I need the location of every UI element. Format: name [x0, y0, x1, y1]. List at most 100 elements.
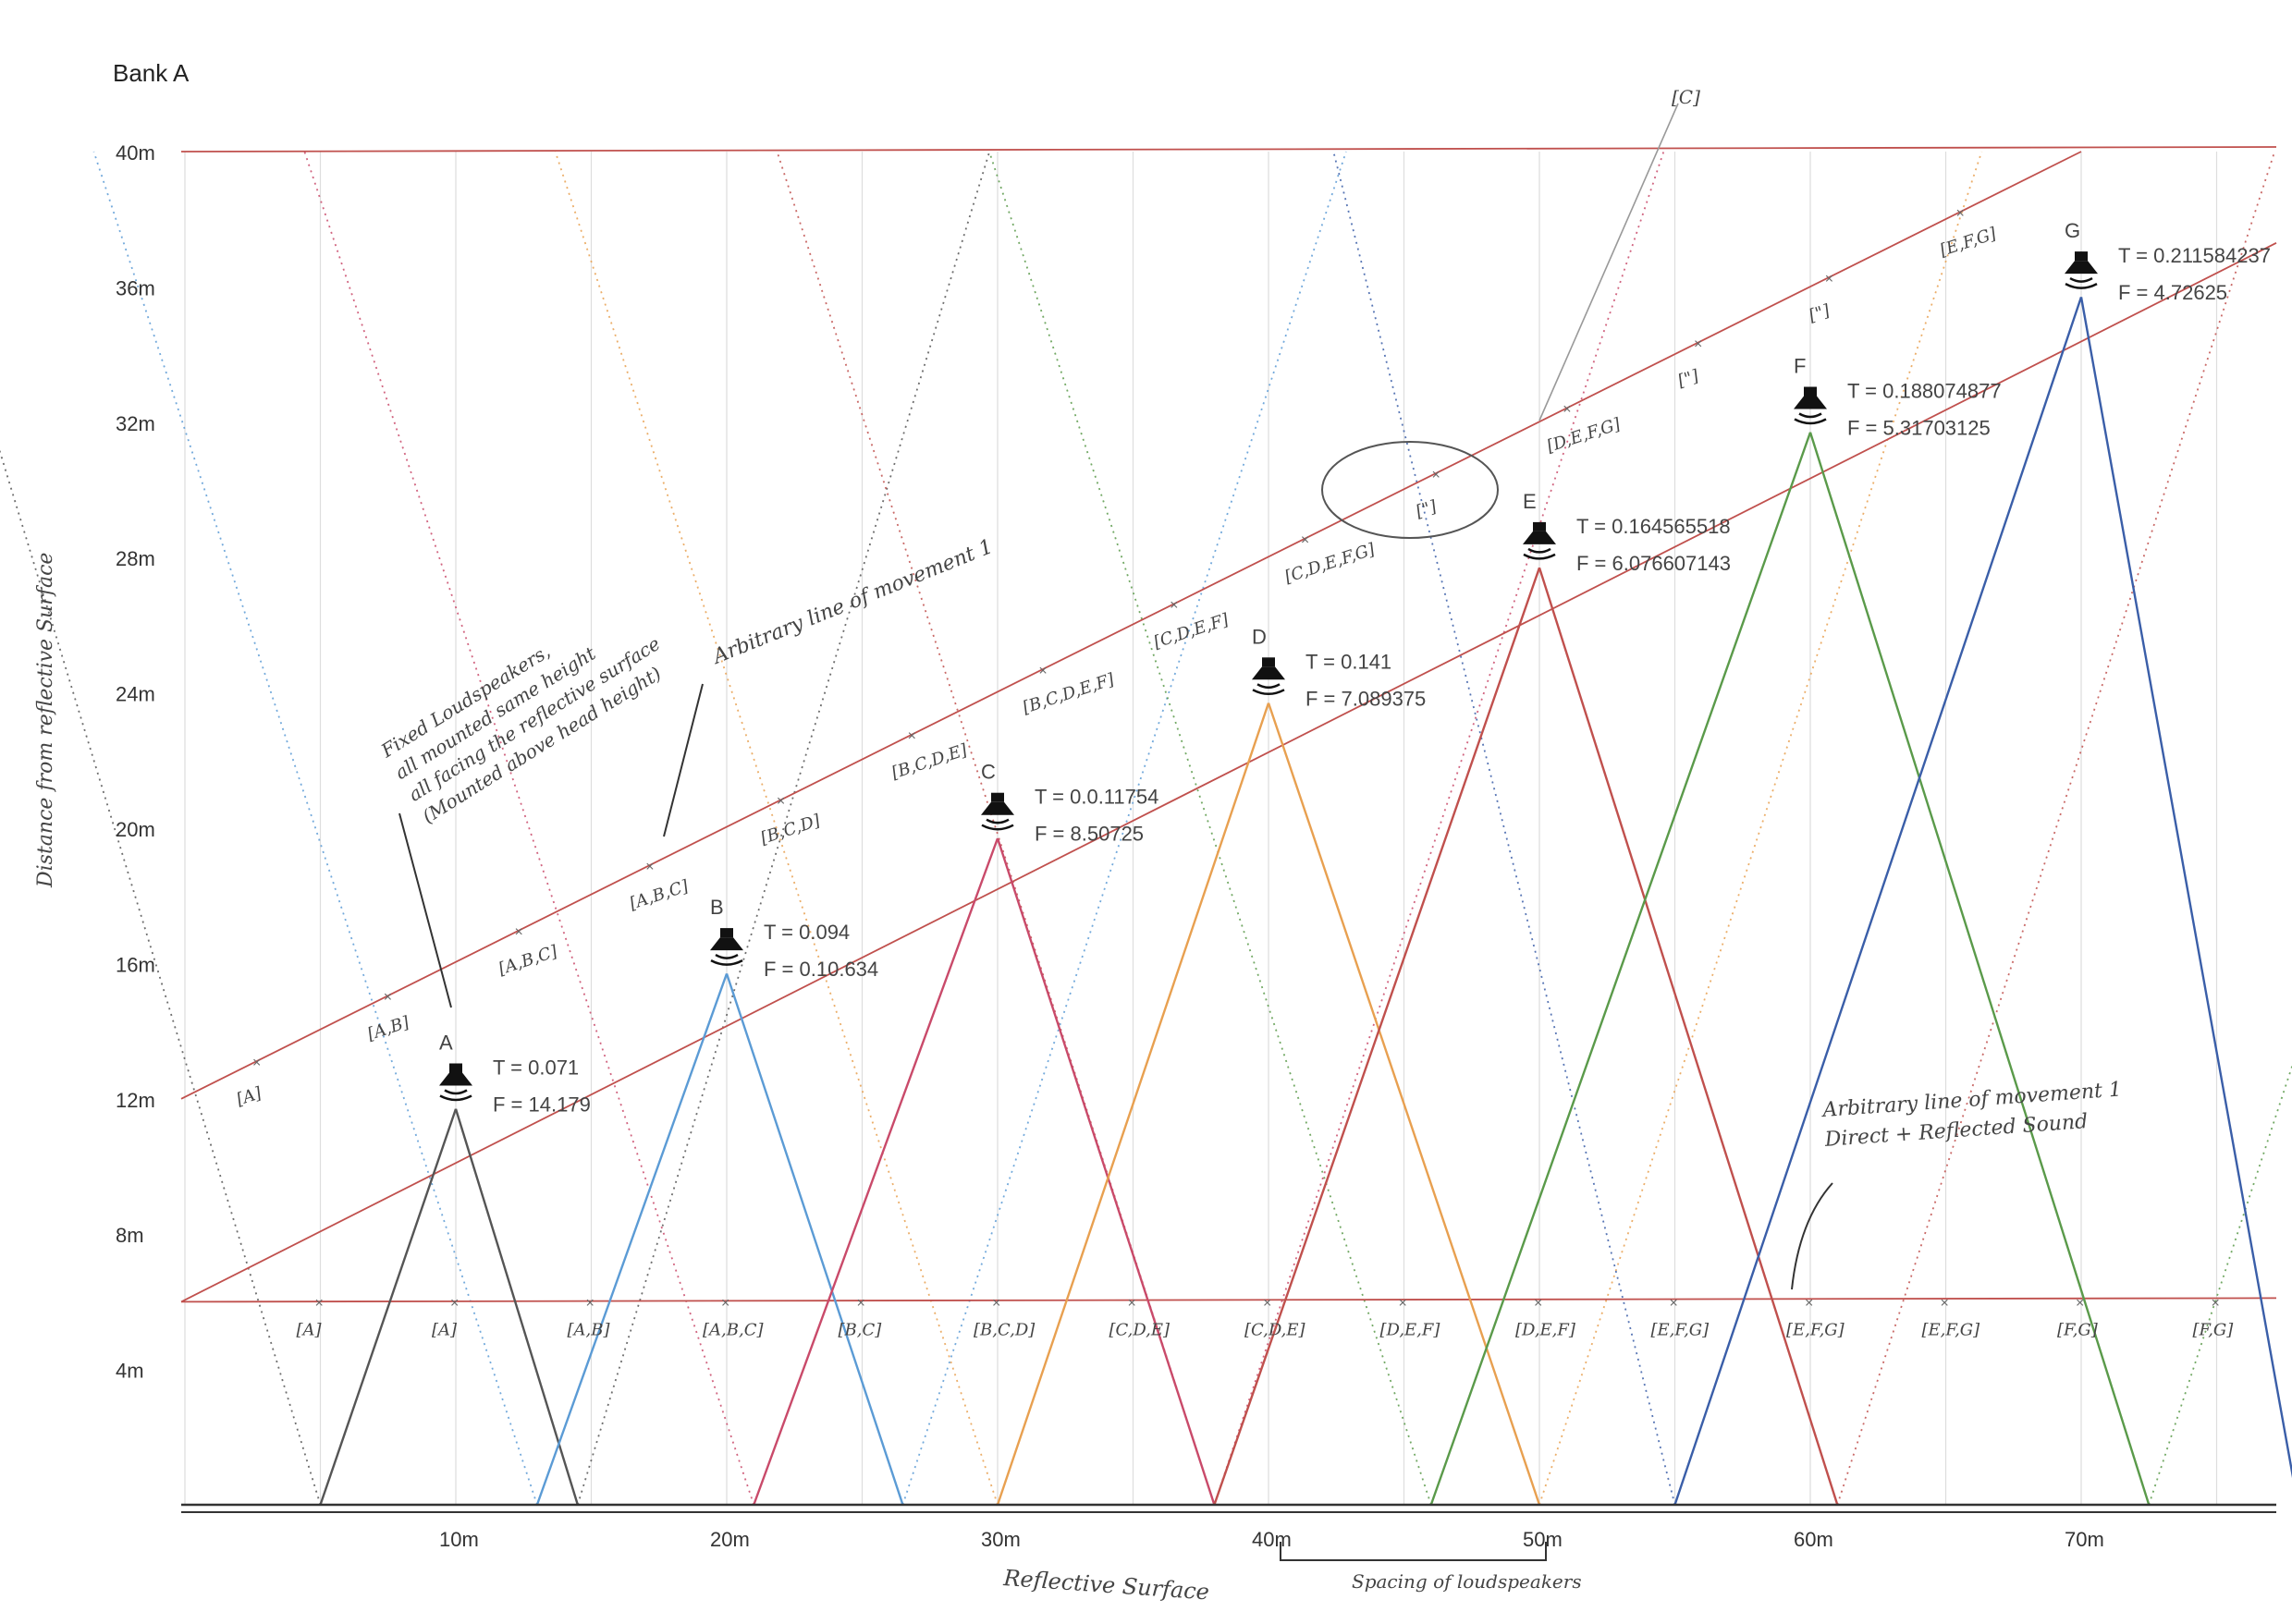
- speaker-f-value: F = 4.72625: [2118, 281, 2227, 304]
- cross-mark: ×: [1263, 1295, 1271, 1311]
- y-tick-label: 32m: [116, 412, 155, 435]
- direct-path-right: [1810, 433, 2149, 1505]
- lower-line-label: [D,E,F]: [1515, 1320, 1576, 1339]
- speaker-cone: [2065, 261, 2098, 274]
- x-tick-label: 50m: [1523, 1528, 1563, 1551]
- speaker-f-value: F = 14.179: [493, 1093, 591, 1117]
- speaker-cone: [1794, 397, 1827, 409]
- direct-path-left: [321, 1109, 457, 1505]
- lower-line-label: [B,C]: [839, 1320, 883, 1339]
- cross-mark: ×: [1301, 532, 1309, 548]
- y-tick-label: 36m: [116, 276, 155, 299]
- upper-line-label: [A,B,C]: [496, 942, 561, 980]
- y-axis-title: Distance from reflective Surface: [34, 553, 57, 888]
- speaker-t-value: T = 0.211584237: [2118, 244, 2271, 267]
- speaker-cone: [981, 802, 1014, 815]
- direct-path-left: [1675, 297, 2082, 1505]
- loudspeaker-icon: [1252, 657, 1285, 694]
- loudspeaker-icon: [2065, 251, 2098, 288]
- reflected-path-left: [1333, 152, 1674, 1505]
- movement-line-upper: [181, 152, 2081, 1099]
- cross-mark: ×: [1825, 271, 1833, 287]
- cross-mark: ×: [2076, 1295, 2084, 1311]
- lower-line-label: [F,G]: [2057, 1320, 2099, 1339]
- cross-mark: ×: [1941, 1295, 1949, 1311]
- upper-line-label: [C,D,E,F,G]: [1282, 540, 1379, 588]
- reflected-path-right: [2149, 152, 2292, 1505]
- speaker-letter: A: [439, 1032, 453, 1055]
- lower-line-label: [A]: [297, 1320, 323, 1339]
- lower-line-label: [C,D,E]: [1244, 1320, 1306, 1339]
- x-tick-label: 60m: [1794, 1528, 1833, 1551]
- loudspeaker-icon: [981, 793, 1014, 830]
- lower-line-label: [A]: [432, 1320, 458, 1339]
- y-tick-label: 40m: [116, 141, 155, 165]
- note-direct-leader: [1792, 1183, 1832, 1289]
- cross-mark: ×: [1128, 1295, 1136, 1311]
- x-tick-label: 30m: [981, 1528, 1021, 1551]
- cross-mark: ×: [1563, 402, 1571, 418]
- y-tick-label: 8m: [116, 1224, 144, 1247]
- cross-mark: ×: [645, 859, 654, 874]
- diagram-title: Bank A: [113, 59, 190, 87]
- note-fixed-leader: [399, 813, 451, 1007]
- cross-mark: ×: [1432, 467, 1440, 482]
- reflected-path-right: [1214, 152, 1663, 1505]
- speaker-letter: C: [981, 761, 996, 784]
- direct-path-right: [2081, 297, 2292, 1505]
- speaker-t-value: T = 0.0.11754: [1035, 786, 1158, 809]
- direct-path-left: [1431, 433, 1810, 1505]
- speaker-f-value: F = 5.31703125: [1847, 417, 1991, 440]
- boundary-top: [181, 147, 2276, 152]
- note-fixed-loudspeakers: Fixed Loudspeakers, all mounted same hei…: [376, 588, 678, 828]
- cross-mark: ×: [514, 924, 522, 940]
- y-tick-label: 24m: [116, 683, 155, 706]
- x-axis-title: Reflective Surface: [1002, 1565, 1210, 1606]
- direct-path-left: [537, 973, 727, 1505]
- speaker-f-value: F = 0.10.634: [764, 958, 878, 981]
- cross-mark: ×: [721, 1295, 729, 1311]
- cross-mark: ×: [1955, 206, 1964, 222]
- cross-mark: ×: [777, 794, 785, 810]
- lower-line-label: [E,F,G]: [1651, 1320, 1710, 1339]
- speaker-letter: D: [1252, 625, 1267, 648]
- y-tick-label: 12m: [116, 1089, 155, 1112]
- speaker-t-value: T = 0.164565518: [1576, 515, 1731, 538]
- speaker-body: [1262, 657, 1275, 666]
- speaker-cone: [1523, 531, 1556, 544]
- upper-line-label: ["]: [1675, 366, 1702, 391]
- speaker-f-value: F = 7.089375: [1305, 687, 1426, 710]
- cross-mark: ×: [1694, 336, 1702, 352]
- speaker-f-value: F = 8.50725: [1035, 823, 1144, 846]
- speaker-letter: G: [2065, 219, 2080, 242]
- y-tick-label: 20m: [116, 818, 155, 841]
- cross-mark: ×: [2212, 1295, 2220, 1311]
- lower-line-label: [C,D,E]: [1109, 1320, 1171, 1339]
- upper-line-label: [E,F,G]: [1938, 224, 2000, 261]
- direct-path-right: [998, 838, 1214, 1505]
- speaker-cone: [439, 1073, 472, 1086]
- direct-path-right: [1539, 568, 1837, 1505]
- y-tick-label: 28m: [116, 547, 155, 570]
- speaker-t-value: T = 0.141: [1305, 650, 1391, 673]
- upper-line-label: [D,E,F,G]: [1545, 414, 1624, 457]
- upper-line-label: [A]: [234, 1083, 264, 1110]
- speaker-letter: B: [710, 896, 724, 919]
- loudspeaker-icon: [1794, 387, 1827, 424]
- speaker-t-value: T = 0.094: [764, 921, 850, 944]
- lower-line-label: [A,B,C]: [703, 1320, 764, 1339]
- cross-mark: ×: [857, 1295, 865, 1311]
- cross-mark: ×: [586, 1295, 594, 1311]
- cross-mark: ×: [1038, 663, 1047, 678]
- speaker-body: [1804, 387, 1817, 397]
- speaker-letter: E: [1523, 490, 1537, 513]
- speaker-t-value: T = 0.188074877: [1847, 380, 2002, 403]
- x-tick-label: 20m: [710, 1528, 750, 1551]
- loudspeaker-icon: [1523, 522, 1556, 559]
- lower-line-label: [B,C,D]: [974, 1320, 1036, 1339]
- cross-mark: ×: [1805, 1295, 1813, 1311]
- upper-line-label: [B,C,D,E,F]: [1021, 669, 1118, 717]
